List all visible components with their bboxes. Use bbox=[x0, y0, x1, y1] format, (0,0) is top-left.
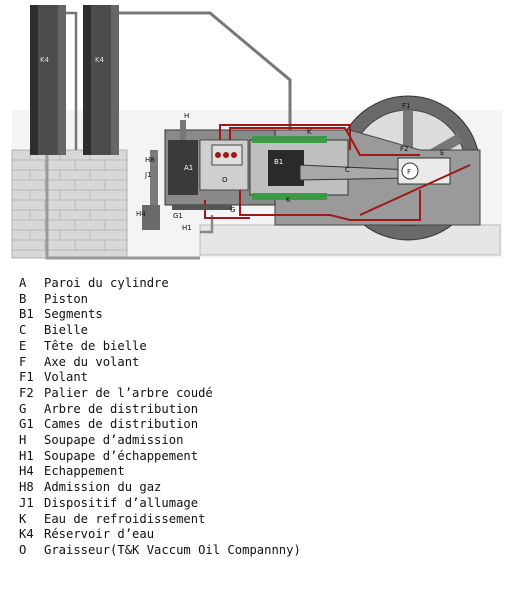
brick-wall bbox=[11, 149, 128, 259]
legend-text: Axe du volant bbox=[44, 354, 140, 369]
legend-code: B bbox=[19, 291, 27, 306]
legend-item: H Soupape d’admission bbox=[19, 433, 301, 449]
label-a1: A1 bbox=[184, 164, 193, 172]
water-pipe-left bbox=[45, 155, 200, 260]
legend-item: F1 Volant bbox=[19, 370, 301, 386]
label-g: G bbox=[230, 206, 235, 214]
legend-text: Soupape d’échappement bbox=[44, 448, 199, 463]
legend-item: B Piston bbox=[19, 292, 301, 308]
label-c: C bbox=[345, 166, 350, 174]
legend-item: G1 Cames de distribution bbox=[19, 417, 301, 433]
legend-item: J1 Dispositif d’allumage bbox=[19, 496, 301, 512]
legend-item: C Bielle bbox=[19, 323, 301, 339]
label-k-bottom: K bbox=[286, 196, 291, 204]
foundation bbox=[199, 224, 501, 256]
crank-pin bbox=[401, 162, 419, 180]
legend-text: Cames de distribution bbox=[44, 417, 199, 432]
legend-code: G bbox=[19, 401, 27, 416]
label-f: F bbox=[407, 168, 411, 176]
label-h8: H8 bbox=[145, 156, 155, 164]
legend-text: Arbre de distribution bbox=[44, 401, 199, 416]
legend-item: O Graisseur(T&K Vaccum Oil Compannny) bbox=[19, 543, 301, 559]
label-k4-right: K4 bbox=[95, 56, 105, 64]
legend-item: A Paroi du cylindre bbox=[19, 276, 301, 292]
label-f1: F1 bbox=[402, 102, 410, 110]
gas-inlet-pipe bbox=[150, 150, 158, 230]
label-f2: F2 bbox=[400, 145, 408, 153]
legend-code: J1 bbox=[19, 495, 34, 510]
legend-text: Palier de l’arbre coudé bbox=[44, 385, 213, 400]
camshaft bbox=[172, 205, 232, 210]
legend-code: A bbox=[19, 276, 27, 290]
water-pipe-top bbox=[119, 11, 292, 130]
label-k-top: K bbox=[307, 128, 312, 136]
legend-item: F2 Palier de l’arbre coudé bbox=[19, 386, 301, 402]
legend-text: Réservoir d’eau bbox=[44, 527, 155, 542]
legend-code: O bbox=[19, 542, 27, 557]
legend-text: Paroi du cylindre bbox=[44, 276, 169, 290]
legend-code: H1 bbox=[19, 448, 34, 463]
engine-diagram: K4 K4 F1 H K A1 O B1 C F2 E F H8 J1 H4 G… bbox=[11, 5, 502, 260]
legend-code: H8 bbox=[19, 480, 34, 495]
oil-lubricator bbox=[211, 144, 243, 166]
legend-item: K Eau de refroidissement bbox=[19, 512, 301, 528]
legend-text: Soupape d’admission bbox=[44, 433, 184, 448]
legend-item: K4 Réservoir d’eau bbox=[19, 527, 301, 543]
legend-code: K4 bbox=[19, 527, 34, 542]
diagram-labels: K4 K4 F1 H K A1 O B1 C F2 E F H8 J1 H4 G… bbox=[40, 56, 444, 232]
legend-code: B1 bbox=[19, 307, 34, 322]
label-o: O bbox=[222, 176, 228, 184]
legend-text: Echappement bbox=[44, 464, 125, 479]
label-b1: B1 bbox=[274, 158, 283, 166]
legend-text: Dispositif d’allumage bbox=[44, 495, 199, 510]
foundation-pipe bbox=[200, 215, 214, 234]
legend-code: E bbox=[19, 338, 27, 353]
legend-code: H4 bbox=[19, 464, 34, 479]
label-e: E bbox=[440, 149, 444, 157]
legend-text: Volant bbox=[44, 370, 89, 385]
label-h: H bbox=[184, 112, 189, 120]
valve-stem bbox=[180, 120, 186, 140]
legend-item: H8 Admission du gaz bbox=[19, 480, 301, 496]
legend-code: H bbox=[19, 433, 27, 448]
label-h1: H1 bbox=[182, 224, 192, 232]
legend-text: Bielle bbox=[44, 323, 89, 338]
legend-text: Eau de refroidissement bbox=[44, 511, 206, 526]
legend-item: F Axe du volant bbox=[19, 355, 301, 371]
legend-item: B1 Segments bbox=[19, 307, 301, 323]
legend-text: Segments bbox=[44, 307, 103, 322]
label-k4-left: K4 bbox=[40, 56, 50, 64]
water-tank-left bbox=[30, 5, 66, 155]
exhaust-pipe bbox=[142, 205, 160, 230]
legend-code: C bbox=[19, 323, 27, 338]
legend-code: F2 bbox=[19, 385, 34, 400]
legend-code: F1 bbox=[19, 370, 34, 385]
legend-code: K bbox=[19, 511, 27, 526]
legend-item: E Tête de bielle bbox=[19, 339, 301, 355]
legend-text: Admission du gaz bbox=[44, 480, 162, 495]
label-h4: H4 bbox=[136, 210, 146, 218]
legend-item: G Arbre de distribution bbox=[19, 402, 301, 418]
label-g1: G1 bbox=[173, 212, 183, 220]
water-pipe-link bbox=[66, 11, 78, 150]
legend-text: Tête de bielle bbox=[44, 338, 147, 353]
legend-code: F bbox=[19, 354, 27, 369]
label-j1: J1 bbox=[144, 171, 152, 179]
legend-text: Piston bbox=[44, 291, 89, 306]
legend-item: H4 Echappement bbox=[19, 464, 301, 480]
legend-item: H1 Soupape d’échappement bbox=[19, 449, 301, 465]
water-tank-right bbox=[83, 5, 119, 155]
legend-code: G1 bbox=[19, 417, 34, 432]
legend-text: Graisseur(T&K Vaccum Oil Compannny) bbox=[44, 542, 301, 557]
